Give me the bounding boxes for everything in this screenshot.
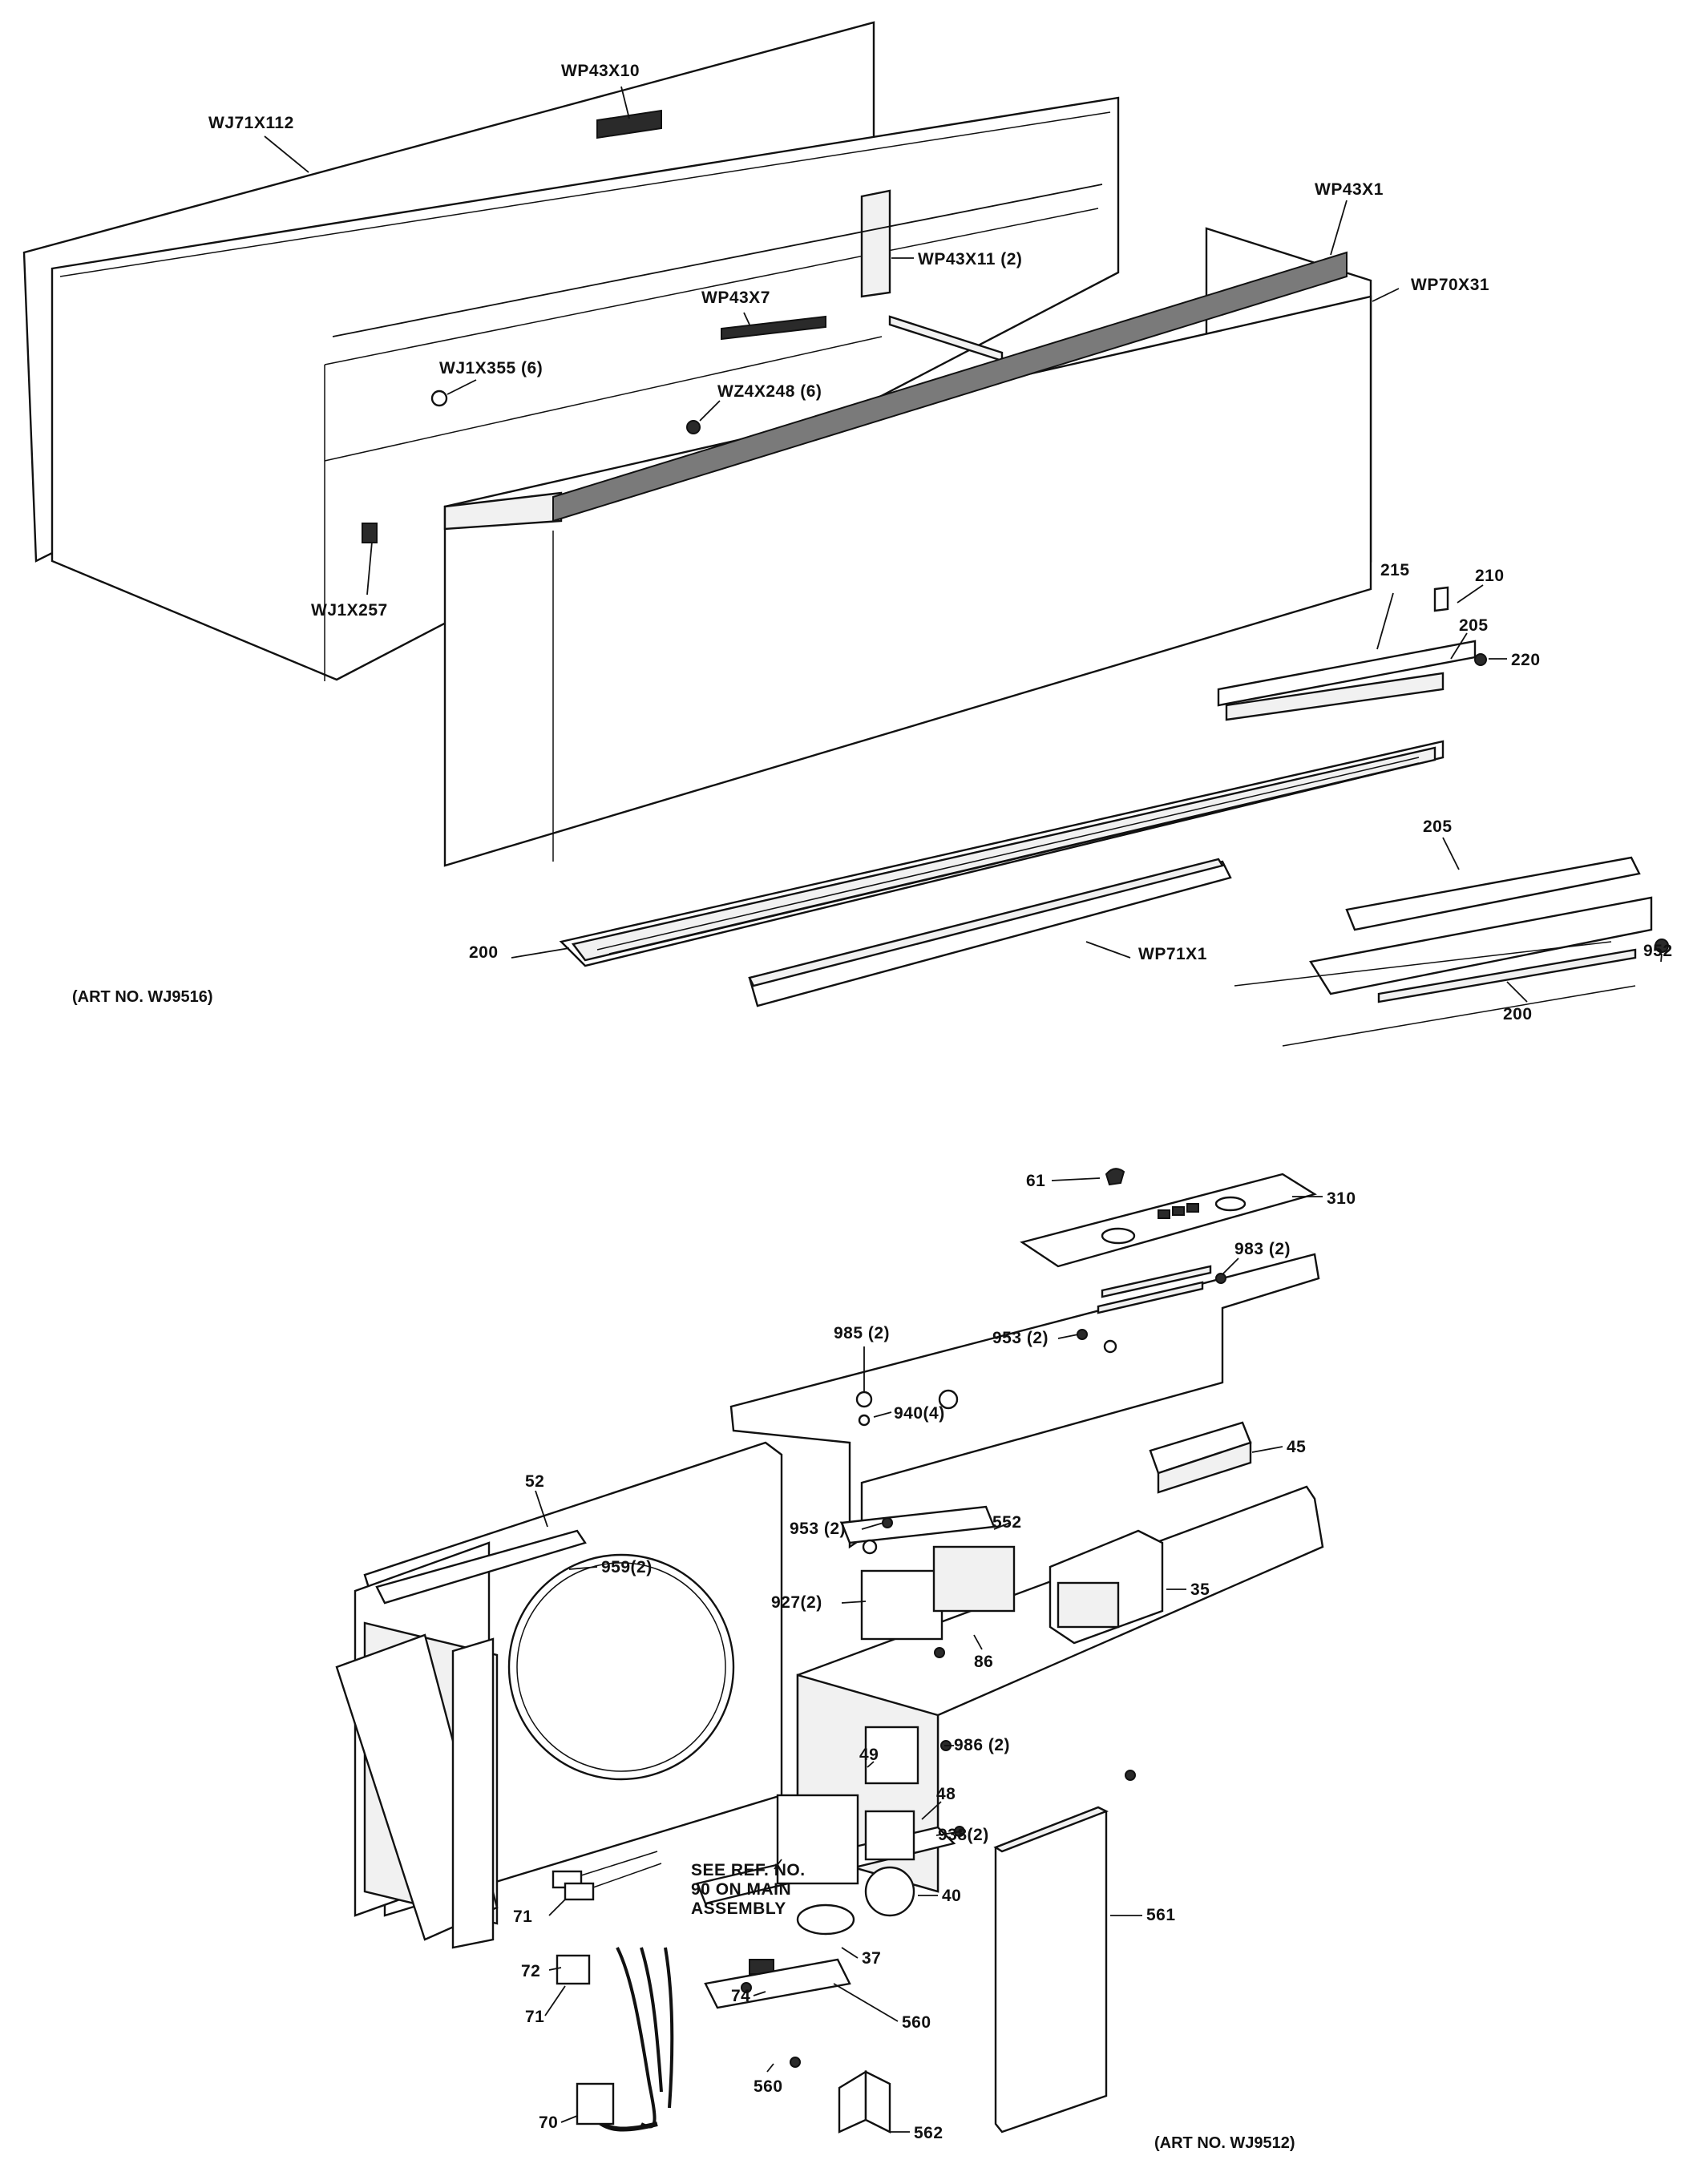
mounting-plate [729, 1253, 1320, 1549]
label-210: 210 [1475, 567, 1505, 585]
label-561: 561 [1146, 1906, 1176, 1924]
detail-door-assembly [1234, 856, 1669, 1047]
power-cord [552, 1851, 674, 2132]
label-205-top: 205 [1459, 616, 1489, 635]
label-310: 310 [1327, 1189, 1356, 1208]
control-chassis-diagram [335, 1168, 1324, 2134]
label-wp43x10: WP43X10 [561, 62, 640, 80]
capacitor-switch [1049, 1529, 1164, 1645]
label-wj1x355: WJ1X355 (6) [439, 359, 543, 377]
label-205-detail: 205 [1423, 817, 1453, 836]
label-985: 985 (2) [834, 1324, 890, 1342]
label-72: 72 [521, 1962, 540, 1980]
label-48: 48 [936, 1785, 956, 1803]
label-220: 220 [1511, 651, 1541, 669]
label-959: 959(2) [601, 1558, 653, 1576]
cabinet-leader-lines [264, 86, 1663, 1003]
label-see-ref-line1: SEE REF. NO. [691, 1861, 806, 1879]
chassis-labels: 61 310 983 (2) 985 (2) 953 (2) 940(4) 45… [513, 1172, 1356, 2152]
label-560-lower: 560 [754, 2077, 783, 2096]
label-215: 215 [1380, 561, 1410, 579]
label-560-right: 560 [902, 2013, 931, 2032]
label-952: 952 [1643, 942, 1673, 960]
label-wp43x1: WP43X1 [1315, 180, 1384, 199]
art-number-chassis: (ART NO. WJ9512) [1154, 2134, 1295, 2152]
label-see-ref-line3: ASSEMBLY [691, 1899, 786, 1918]
label-52: 52 [525, 1472, 544, 1491]
label-wp70x31: WP70X31 [1411, 276, 1489, 294]
control-panel [1020, 1168, 1317, 1268]
art-number-cabinet: (ART NO. WJ9516) [72, 988, 213, 1006]
label-562: 562 [914, 2124, 943, 2142]
label-49: 49 [859, 1746, 879, 1764]
label-86: 86 [974, 1653, 993, 1671]
hardware [741, 1273, 1226, 2068]
label-940: 940(4) [894, 1404, 945, 1423]
label-953-top: 953 (2) [992, 1329, 1049, 1347]
label-wj71x112: WJ71X112 [208, 114, 294, 132]
label-71-lower: 71 [525, 2008, 544, 2026]
discharge-grille-assembly [559, 586, 1487, 967]
label-983: 983 (2) [1234, 1240, 1291, 1258]
label-40: 40 [942, 1887, 961, 1905]
label-953-mid: 953 (2) [790, 1520, 846, 1538]
label-70: 70 [539, 2113, 558, 2132]
label-37: 37 [862, 1949, 881, 1968]
front-grille [748, 858, 1232, 1007]
cabinet-labels: WP43X10 WJ71X112 WP43X11 (2) WP43X1 WP70… [72, 62, 1673, 1023]
label-200-detail: 200 [1503, 1005, 1533, 1023]
access-cover [993, 1806, 1109, 2134]
label-986: 986 (2) [954, 1736, 1010, 1754]
room-cabinet [443, 227, 1372, 867]
label-45: 45 [1287, 1438, 1306, 1456]
fan-bulkhead [335, 1441, 783, 1949]
label-927: 927(2) [771, 1593, 822, 1612]
label-wp43x11: WP43X11 (2) [918, 250, 1022, 268]
label-35: 35 [1190, 1580, 1210, 1599]
terminal-block [1149, 1421, 1252, 1494]
bracket [838, 2069, 891, 2134]
control-components [704, 1726, 919, 2009]
label-wp71x1: WP71X1 [1138, 945, 1207, 963]
label-wp43x7: WP43X7 [701, 289, 770, 307]
label-wj1x257: WJ1X257 [311, 601, 388, 620]
label-71-upper: 71 [513, 1907, 532, 1926]
label-61: 61 [1026, 1172, 1045, 1190]
label-938: 938(2) [938, 1826, 989, 1844]
label-74: 74 [731, 1987, 750, 2005]
label-200-left: 200 [469, 943, 499, 962]
label-wz4x248: WZ4X248 (6) [717, 382, 822, 401]
label-see-ref-line2: 90 ON MAIN [691, 1880, 791, 1899]
relay-pair [840, 1505, 1016, 1641]
chassis-leader-lines [535, 1177, 1323, 2133]
wall-sleeve [22, 21, 1120, 681]
label-552: 552 [992, 1513, 1022, 1532]
cabinet-diagram [22, 21, 1669, 1047]
